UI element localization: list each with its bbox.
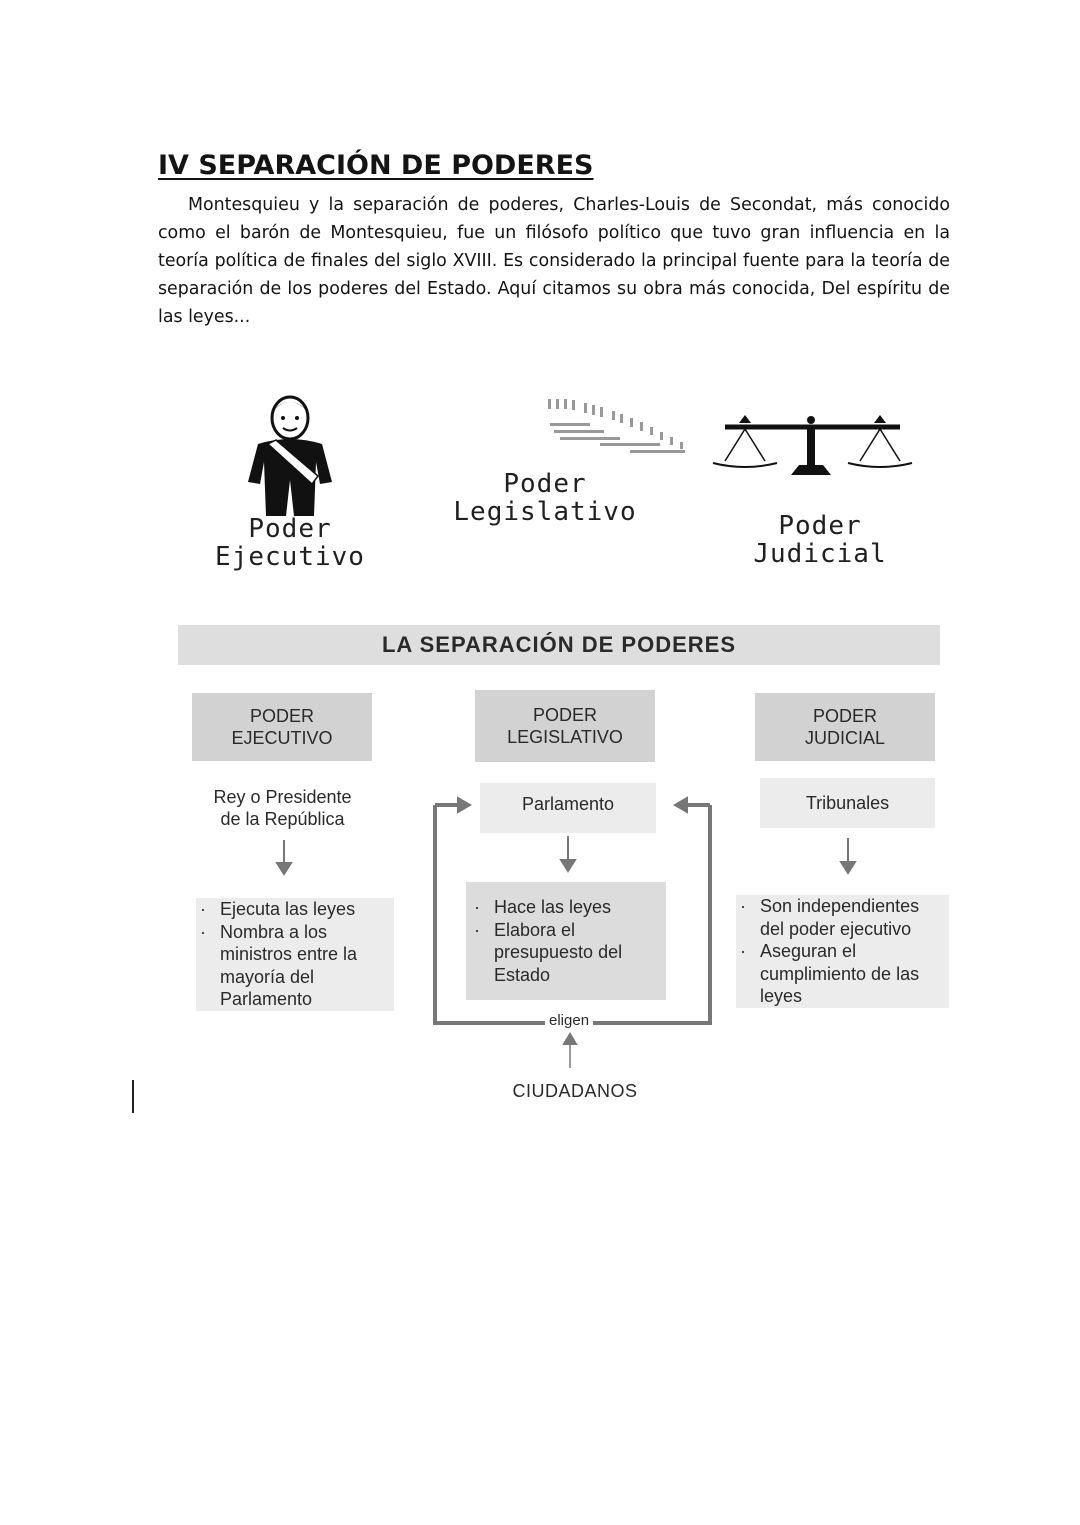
list-item: Nombra a los ministros entre la mayoría … — [200, 921, 390, 1011]
ciudadanos-label: CIUDADANOS — [512, 1081, 638, 1101]
intro-paragraph: Montesquieu y la separación de poderes, … — [158, 195, 950, 327]
separation-of-powers-diagram: LA SEPARACIÓN DE PODERES PODER EJECUTIVO… — [170, 620, 950, 1115]
judicial-holder: Tribunales — [760, 778, 935, 828]
legislativo-holder: Parlamento — [480, 783, 656, 833]
list-item: Ejecuta las leyes — [200, 898, 390, 921]
diagram-title: LA SEPARACIÓN DE PODERES — [178, 625, 940, 665]
ejecutivo-duties: Ejecuta las leyes Nombra a los ministros… — [196, 898, 394, 1011]
margin-line — [132, 1080, 134, 1113]
list-item: Hace las leyes — [474, 896, 666, 919]
list-item: Elabora el presupuesto del Estado — [474, 919, 666, 987]
parliament-icon — [548, 399, 685, 453]
header-poder-judicial: PODER JUDICIAL — [755, 693, 935, 761]
judicial-duties: Son independientes del poder ejecutivo A… — [736, 895, 949, 1008]
list-item: Aseguran el cumplimiento de las leyes — [740, 940, 945, 1008]
page-title: IV SEPARACIÓN DE PODERES — [158, 150, 594, 181]
president-figure-icon — [248, 395, 332, 516]
scales-of-justice-icon — [712, 415, 913, 475]
label-poder-judicial: Poder Judicial — [753, 511, 887, 569]
ejecutivo-holder: Rey o Presidente de la República — [213, 787, 352, 829]
eligen-label: eligen — [545, 1012, 594, 1029]
header-poder-legislativo: PODER LEGISLATIVO — [475, 690, 655, 762]
label-poder-ejecutivo: Poder Ejecutivo — [215, 514, 365, 572]
header-poder-ejecutivo: PODER EJECUTIVO — [192, 693, 372, 761]
list-item: Son independientes del poder ejecutivo — [740, 895, 945, 940]
label-poder-legislativo: Poder Legislativo — [453, 469, 637, 527]
legislativo-duties: Hace las leyes Elabora el presupuesto de… — [466, 882, 666, 1000]
